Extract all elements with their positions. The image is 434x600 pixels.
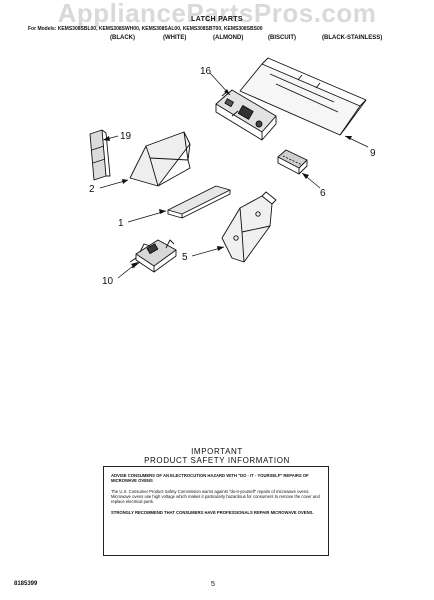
safety-heading: IMPORTANT PRODUCT SAFETY INFORMATION	[0, 447, 434, 465]
part-1-strip	[167, 185, 231, 219]
callout-9: 9	[370, 148, 376, 159]
part-19-bracket	[89, 129, 111, 181]
safety-info-box: ADVISE CONSUMERS OF AN ELECTROCUTION HAZ…	[103, 466, 329, 556]
callout-10: 10	[102, 276, 114, 287]
model-list: For Models: KEMS308SBL00, KEMS308SWH00, …	[28, 26, 263, 32]
color-black: (BLACK)	[110, 35, 135, 41]
part-2-shroud	[129, 131, 191, 187]
page-title: LATCH PARTS	[191, 16, 243, 23]
part-6-block	[277, 149, 308, 175]
callout-2: 2	[89, 184, 95, 195]
safety-advise: ADVISE CONSUMERS OF AN ELECTROCUTION HAZ…	[111, 473, 309, 483]
color-list: (BLACK) (WHITE) (ALMOND) (BISCUIT) (BLAC…	[0, 35, 434, 45]
safety-strongly: STRONGLY RECOMMEND THAT CONSUMERS HAVE P…	[111, 510, 314, 515]
part-10-switch	[129, 239, 177, 273]
callout-6: 6	[320, 188, 326, 199]
document-code: 8185399	[14, 581, 38, 587]
part-16-latch-assembly	[215, 89, 277, 141]
color-biscuit: (BISCUIT)	[268, 35, 296, 41]
watermark: AppliancePartsPros.com	[57, 0, 377, 28]
callout-16: 16	[200, 66, 212, 77]
leader-arrows	[103, 89, 352, 268]
color-white: (WHITE)	[163, 35, 187, 41]
safety-heading-line1: IMPORTANT	[191, 447, 243, 456]
callout-5: 5	[182, 252, 188, 263]
part-5-bracket	[221, 191, 277, 263]
safety-heading-line2: PRODUCT SAFETY INFORMATION	[144, 456, 290, 465]
safety-body: The U.S. Consumer Product Safety Commiss…	[111, 489, 320, 504]
callout-19: 19	[120, 131, 132, 142]
callout-1: 1	[118, 218, 124, 229]
color-black-stainless: (BLACK-STAINLESS)	[322, 35, 383, 41]
color-almond: (ALMOND)	[213, 35, 244, 41]
page-number: 5	[211, 581, 215, 588]
part-9-latch-cover	[239, 57, 367, 136]
